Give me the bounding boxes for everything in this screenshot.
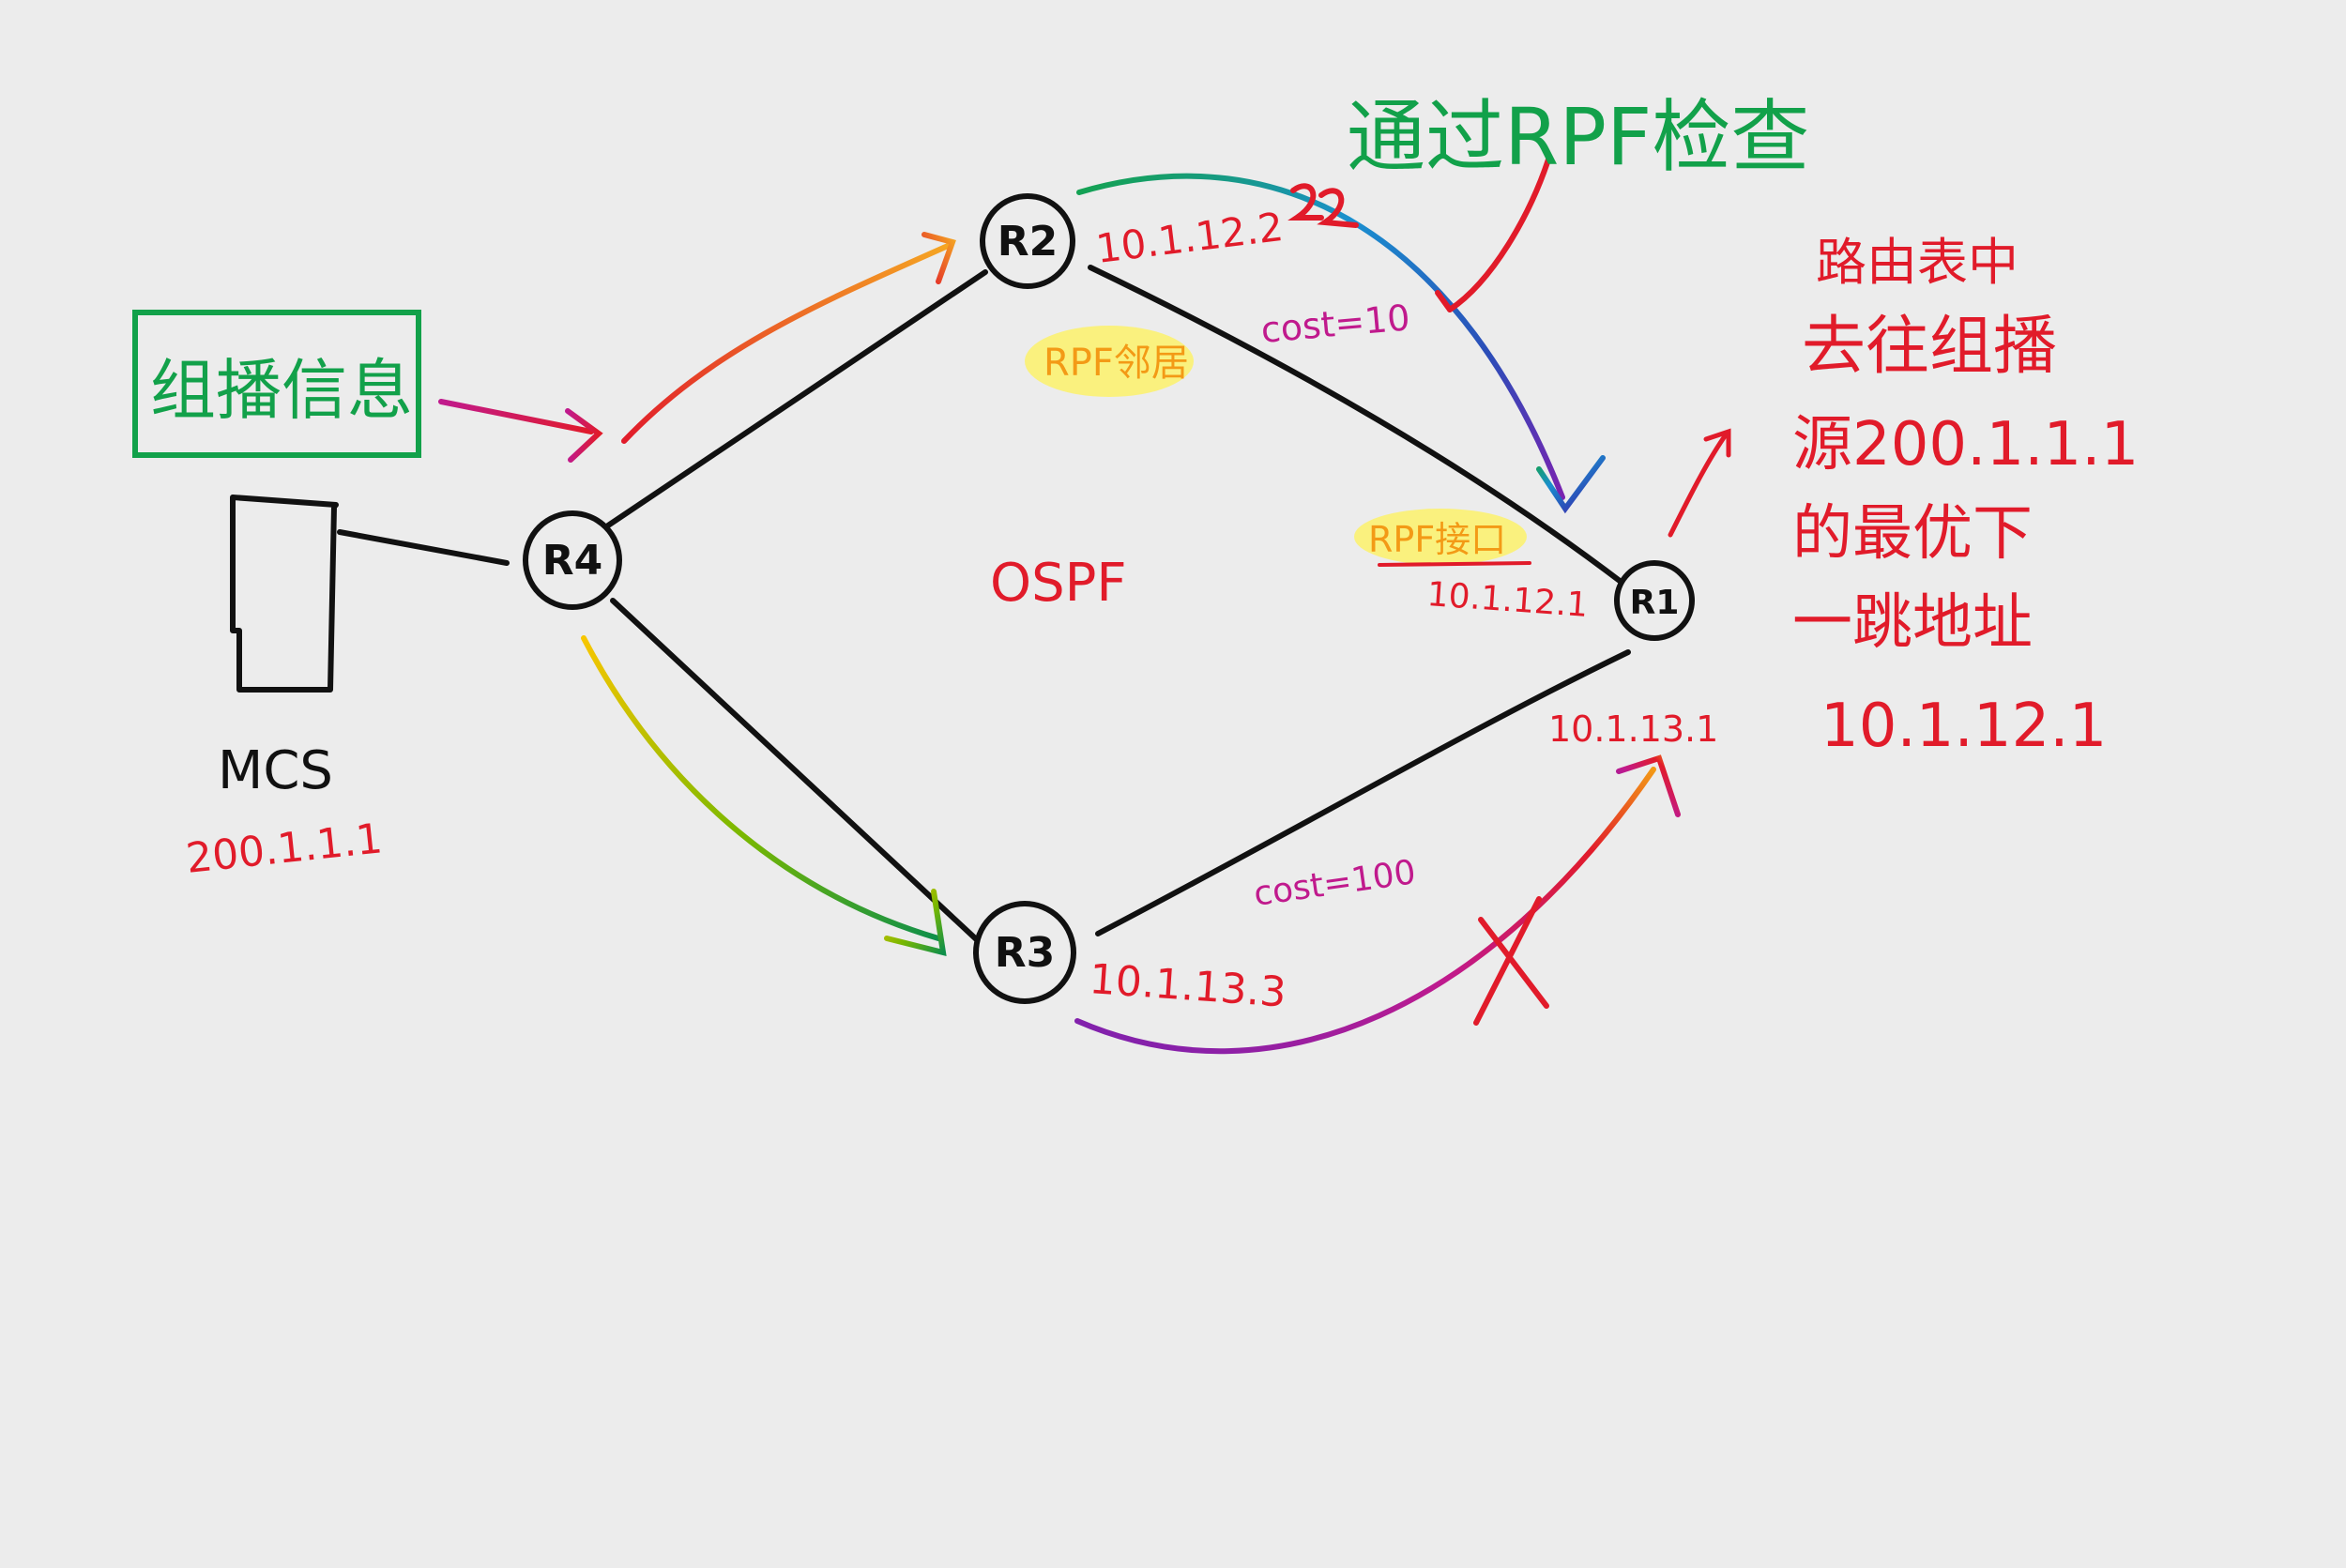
router-r2[interactable]: R2 — [980, 193, 1075, 289]
cost-r3-r1: cost=100 — [1252, 853, 1419, 914]
router-r3[interactable]: R3 — [973, 901, 1076, 1004]
mcs-label: MCS — [218, 740, 333, 801]
multicast-info-box: 组播信息 — [132, 310, 421, 458]
note-line-4: 的最优下 — [1792, 499, 2033, 569]
link-r2-r1 — [1088, 265, 1626, 586]
multicast-arrow — [438, 399, 603, 463]
link-r3-r1 — [1095, 649, 1631, 936]
rpf-pass-label: 通过RPF检查 — [1347, 91, 1809, 183]
note-line-6: 10.1.12.1 — [1820, 692, 2107, 761]
router-r4[interactable]: R4 — [523, 510, 622, 610]
routing-note: 路由表中 去往组播 源200.1.1.1 的最优下 一跳地址 10.1.12.1 — [1792, 233, 2139, 761]
interface-r2-r1: 10.1.12.2 — [1093, 204, 1286, 272]
rpf-neighbor-tag: RPF邻居 — [1025, 326, 1194, 397]
rpf-pass-pointer — [1435, 157, 1551, 312]
link-r4-r2 — [605, 269, 988, 528]
router-r1[interactable]: R1 — [1614, 560, 1695, 641]
note-line-1: 路由表中 — [1816, 233, 2018, 292]
interface-r3-r1: 10.1.13.3 — [1088, 955, 1287, 1017]
interface-r1-r2: 10.1.12.1 — [1425, 575, 1589, 625]
flow-arrow-r2-r1 — [1076, 173, 1606, 514]
rpf-interface-label: RPF接口 — [1368, 519, 1506, 560]
flow-arrow-r3-r1 — [1074, 754, 1681, 1055]
note-line-3: 源200.1.1.1 — [1792, 410, 2139, 480]
flow-arrow-r4-r2 — [621, 232, 956, 444]
two-mark — [1287, 183, 1359, 228]
links — [337, 265, 1631, 951]
rpf-fail-cross-icon — [1473, 896, 1549, 1026]
cost-r2-r1: cost=10 — [1259, 297, 1411, 351]
link-mcs-r4 — [337, 529, 510, 566]
router-r3-label: R3 — [995, 929, 1056, 977]
protocol-label: OSPF — [990, 553, 1127, 614]
link-r4-r3 — [610, 598, 988, 951]
router-r2-label: R2 — [998, 218, 1059, 266]
flow-arrow-r4-r3 — [581, 635, 947, 957]
router-r1-label: R1 — [1630, 584, 1680, 622]
router-r4-label: R4 — [542, 537, 603, 585]
note-line-5: 一跳地址 — [1792, 588, 2033, 658]
multicast-info-label: 组播信息 — [150, 352, 413, 429]
mcs-address: 200.1.1.1 — [184, 814, 385, 883]
mcs-server-icon — [230, 495, 339, 693]
rpf-interface-tag: RPF接口 — [1354, 509, 1531, 567]
rpf-neighbor-label: RPF邻居 — [1044, 342, 1189, 385]
interface-r1-r3: 10.1.13.1 — [1548, 708, 1718, 750]
note-arrow — [1668, 428, 1731, 538]
note-line-2: 去往组播 — [1802, 310, 2057, 384]
